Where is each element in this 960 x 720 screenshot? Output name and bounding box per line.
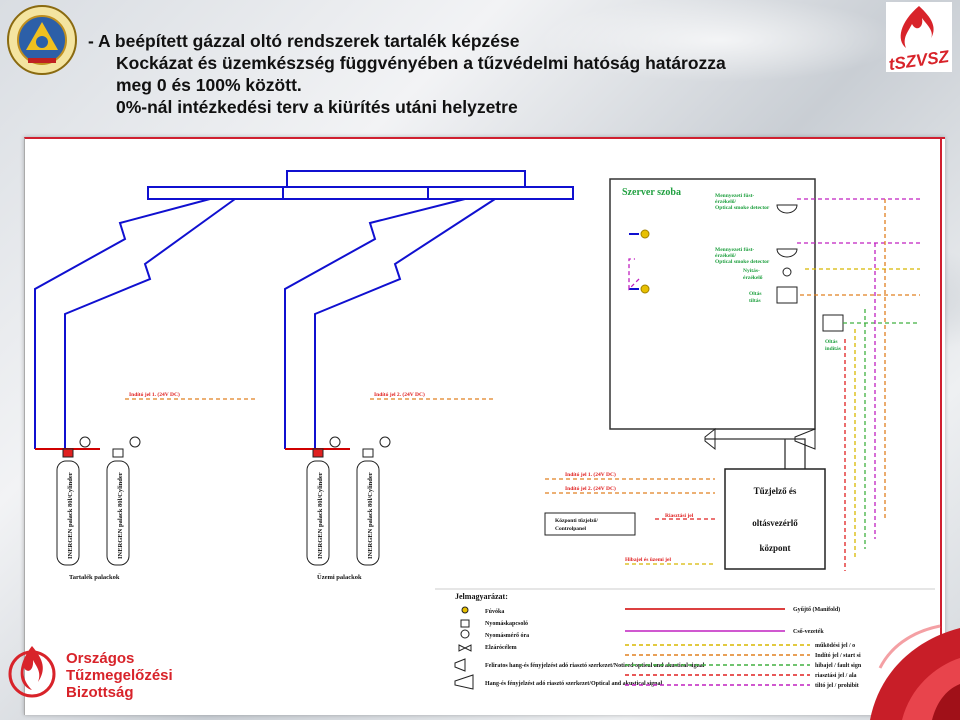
cylinder-label-4: INERGEN palack 80l/Cylinder [367, 472, 374, 559]
legend-pressure-switch: Nyomáskapcsoló [485, 621, 528, 627]
central-control-panel [544, 512, 636, 536]
detector1-line2: érzékelő/ [715, 199, 737, 205]
legend: Jelmagyarázat: Fúvóka Nyomáskapcsoló Nyo… [435, 588, 935, 690]
nozzle-icons [640, 229, 650, 294]
main-bottles-label: Üzemi palackok [317, 574, 362, 581]
legend-manifold: Gyűjtő (Manifold) [793, 606, 840, 613]
trigger2-label: Indító jel 2. (24V DC) [374, 391, 425, 398]
legend-nozzle: Fúvóka [485, 609, 504, 615]
legend-alarm-signal: riasztási jel / ala [815, 673, 857, 679]
detector1-line3: Optical smoke detector [715, 205, 770, 211]
siren-icons [704, 427, 816, 451]
signal-wires [125, 198, 920, 571]
otb-line2: Tűzmegelőzési [66, 667, 173, 684]
legend-prohibit-signal: tiltó jel / prohibit [815, 683, 859, 689]
release-button-line2: tiltás [749, 298, 761, 304]
detector2-line1: Mennyezeti füst- [715, 247, 754, 253]
disaster-management-emblem [7, 5, 77, 75]
heading-line-4: 0%-nál intézkedési terv a kiürítés utáni… [116, 97, 518, 117]
legend-start-signal: Indító jel / start si [815, 653, 861, 659]
fault-signal-label: Hibajel és üzemi jel [625, 557, 671, 563]
smoke-detector-icons [776, 204, 844, 332]
detector2-line3: Optical smoke detector [715, 259, 770, 265]
panel-line3: központ [759, 543, 790, 553]
legend-notice-siren: Feliratos hang-és fényjelzést adó riaszt… [485, 663, 705, 669]
legend-pressure-gauge: Nyomásmérő óra [485, 633, 529, 639]
gas-extinguishing-diagram: Szerver szoba Mennyezeti füst- érzékelő/… [24, 137, 945, 715]
otb-line1: Országos [66, 650, 135, 667]
detector1-line1: Mennyezeti füst- [715, 193, 754, 199]
panel-line2: oltásvezérlő [752, 518, 798, 528]
release-button2-line1: Oltás [825, 339, 838, 345]
otb-flame-logo [8, 646, 56, 698]
cylinder-label-2: INERGEN palack 80l/Cylinder [117, 472, 124, 559]
release-button2-line2: indítás [825, 346, 841, 352]
heading-line-2: Kockázat és üzemkészség függvényében a t… [116, 53, 726, 73]
slide-heading: - A beépített gázzal oltó rendszerek tar… [88, 30, 878, 118]
cylinder-label-1: INERGEN palack 80l/Cylinder [67, 472, 74, 559]
trigger-panel2-label: Indító jel 2. (24V DC) [565, 485, 616, 492]
control-panel-line2: Controlpanel [555, 526, 587, 532]
legend-pipe: Cső-vezeték [793, 629, 824, 635]
heading-line-1: - A beépített gázzal oltó rendszerek tar… [88, 31, 520, 51]
door-contact-line2: érzékelő [743, 275, 763, 281]
otb-org-name: Országos Tűzmegelőzési Bizottság [66, 650, 176, 701]
trigger-panel1-label: Indító jel 1. (24V DC) [565, 471, 616, 478]
detector2-line2: érzékelő/ [715, 253, 737, 259]
schematic-svg: Szerver szoba Mennyezeti füst- érzékelő/… [34, 139, 942, 715]
fire-control-panel [724, 468, 826, 570]
server-room-box [609, 178, 816, 430]
heading-line-3: meg 0 és 100% között. [116, 75, 302, 95]
fire-signal-label: Riasztási jel [665, 513, 694, 519]
legend-shutoff-valve: Elzárócélem [485, 645, 517, 651]
control-panel-line1: Központi tűzjelző/ [555, 518, 598, 524]
reserve-bottles-label: Tartalék palackok [69, 574, 120, 581]
legend-fault-signal: hibajel / fault sign [815, 663, 862, 669]
otb-line3: Bizottság [66, 684, 134, 701]
pipe-network [34, 170, 574, 450]
cylinder-label-3: INERGEN palack 80l/Cylinder [317, 472, 324, 559]
release-button-line1: Oltás [749, 291, 762, 297]
pressure-gauge-icons [62, 436, 391, 458]
legend-title: Jelmagyarázat: [455, 592, 508, 601]
trigger1-label: Indító jel 1. (24V DC) [129, 391, 180, 398]
legend-operation-signal: működési jel / o [815, 643, 855, 649]
legend-siren: Hang-és fényjelzést adó riasztó szerkeze… [485, 681, 662, 687]
cylinders-reserve: INERGEN palack 80l/Cylinder INERGEN pala… [56, 460, 130, 566]
decorative-flames [870, 624, 960, 720]
panel-line1: Tűzjelző és [754, 486, 797, 496]
cylinders-main: INERGEN palack 80l/Cylinder INERGEN pala… [306, 460, 380, 566]
tszvsz-logo: tSZVSZ [886, 2, 952, 72]
door-contact-line1: Nyitás- [743, 268, 760, 274]
server-room-label: Szerver szoba [622, 187, 681, 198]
